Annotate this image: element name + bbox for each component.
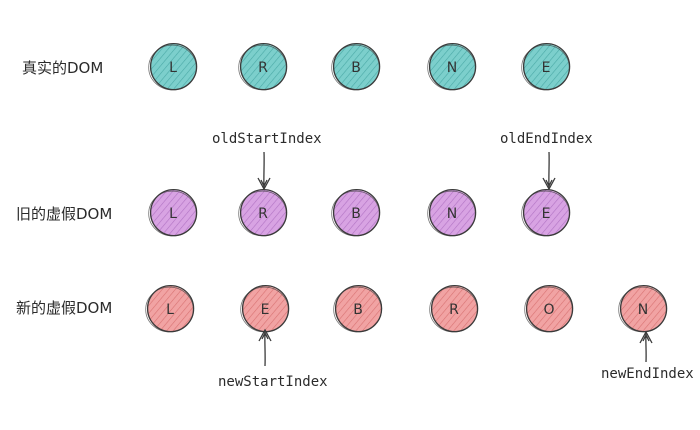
pointer-new-start-label: newStartIndex <box>218 374 328 390</box>
real-node-outline-sketch <box>331 44 380 91</box>
pointer-new-end-label: newEndIndex <box>601 366 694 382</box>
new-node-outline-sketch <box>333 286 382 333</box>
new-node-4: R <box>429 284 479 333</box>
new-node-letter: E <box>261 302 270 318</box>
old-node-letter: B <box>351 206 361 222</box>
old-node-2: R <box>238 188 288 237</box>
real-node-letter: L <box>169 60 177 76</box>
new-node-fill <box>620 286 666 332</box>
real-node-fill <box>523 44 569 90</box>
real-node-letter: R <box>258 60 268 76</box>
pointer-old-start: oldStartIndex <box>212 131 322 191</box>
real-node-5: E <box>521 42 571 91</box>
old-node-outline-sketch <box>521 190 570 237</box>
real-node-fill <box>333 44 379 90</box>
old-node-outline-sketch <box>427 190 476 237</box>
real-node-1: L <box>148 42 198 91</box>
new-node-3: B <box>333 284 383 333</box>
pointer-old-end-arrow <box>542 151 556 191</box>
old-node-outline-sketch <box>238 190 287 237</box>
pointer-old-start-arrow <box>257 151 271 191</box>
real-node-4: N <box>427 42 477 91</box>
new-node-fill <box>335 286 381 332</box>
pointer-new-start: newStartIndex <box>218 328 328 390</box>
new-node-1: L <box>145 284 195 333</box>
real-node-outline-sketch <box>427 44 476 91</box>
row-label-new: 新的虚假DOM <box>16 299 112 317</box>
real-node-outline-sketch <box>148 44 197 91</box>
new-node-fill <box>526 286 572 332</box>
old-node-3: B <box>331 188 381 237</box>
new-node-letter: N <box>638 302 648 318</box>
old-node-5: E <box>521 188 571 237</box>
new-node-letter: R <box>449 302 459 318</box>
real-node-letter: N <box>447 60 457 76</box>
new-node-outline-sketch <box>429 286 478 333</box>
real-node-outline-sketch <box>521 44 570 91</box>
old-node-1: L <box>148 188 198 237</box>
new-node-outline-sketch <box>145 286 194 333</box>
pointer-old-end: oldEndIndex <box>500 131 593 191</box>
new-node-outline-sketch <box>524 286 573 333</box>
pointer-new-end-arrow <box>639 330 653 363</box>
new-node-fill <box>431 286 477 332</box>
old-node-letter: E <box>542 206 551 222</box>
old-node-fill <box>240 190 286 236</box>
new-node-fill <box>147 286 193 332</box>
new-node-5: O <box>524 284 574 333</box>
old-node-letter: N <box>447 206 457 222</box>
old-node-fill <box>523 190 569 236</box>
real-node-fill <box>429 44 475 90</box>
pointer-new-start-arrow <box>258 328 272 367</box>
row-label-real: 真实的DOM <box>22 59 103 77</box>
new-node-2: E <box>240 284 290 333</box>
real-node-fill <box>150 44 196 90</box>
new-node-letter: L <box>166 302 174 318</box>
old-node-fill <box>150 190 196 236</box>
old-node-4: N <box>427 188 477 237</box>
real-node-fill <box>240 44 286 90</box>
pointer-new-end: newEndIndex <box>601 330 694 382</box>
new-node-outline-sketch <box>618 286 667 333</box>
real-node-letter: E <box>542 60 551 76</box>
new-node-letter: O <box>543 302 554 318</box>
old-node-fill <box>333 190 379 236</box>
new-node-fill <box>242 286 288 332</box>
old-node-outline-sketch <box>331 190 380 237</box>
old-node-letter: R <box>258 206 268 222</box>
row-label-old: 旧的虚假DOM <box>16 205 112 223</box>
pointer-old-start-label: oldStartIndex <box>212 131 322 147</box>
old-node-fill <box>429 190 475 236</box>
real-node-outline-sketch <box>238 44 287 91</box>
real-node-2: R <box>238 42 288 91</box>
old-node-letter: L <box>169 206 177 222</box>
old-node-outline-sketch <box>148 190 197 237</box>
pointer-old-end-label: oldEndIndex <box>500 131 593 147</box>
new-node-letter: B <box>353 302 363 318</box>
new-node-6: N <box>618 284 668 333</box>
real-node-3: B <box>331 42 381 91</box>
real-node-letter: B <box>351 60 361 76</box>
